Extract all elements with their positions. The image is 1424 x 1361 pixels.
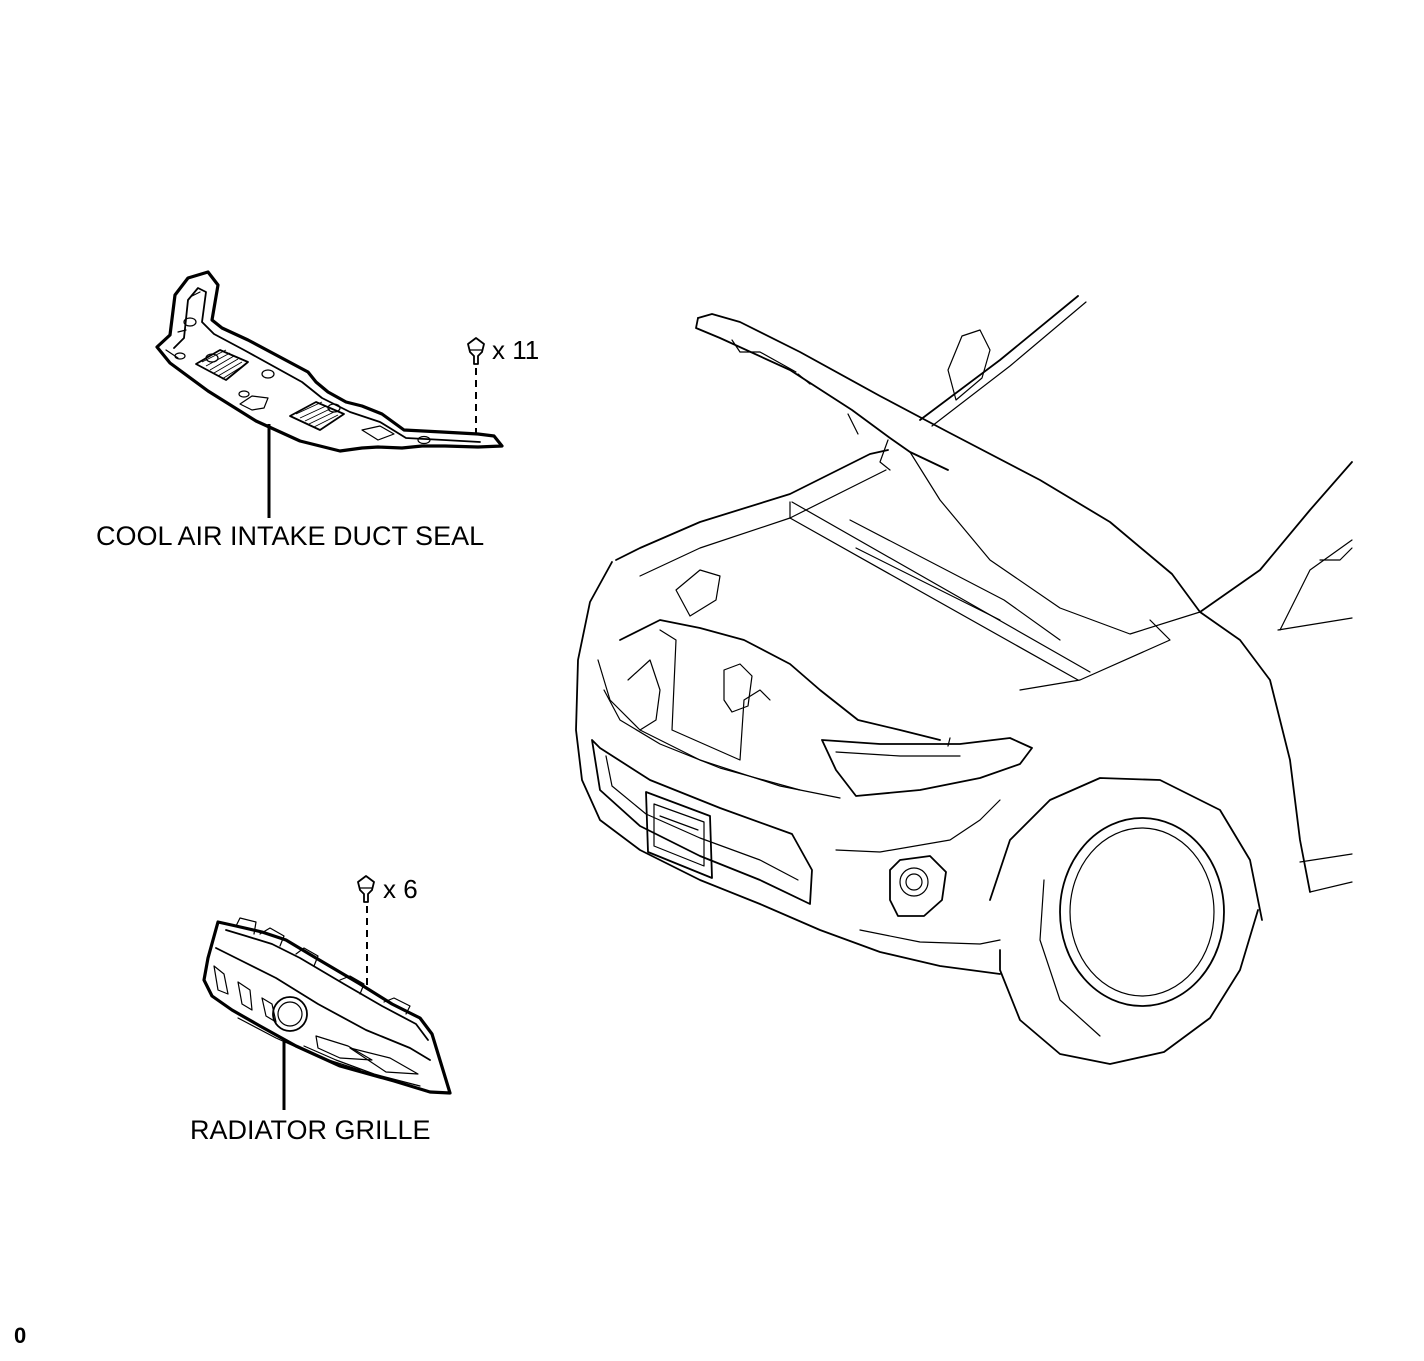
radiator-grille-label: RADIATOR GRILLE xyxy=(190,1115,431,1145)
duct-seal-clip-quantity: x 11 xyxy=(492,335,539,365)
vehicle-front-illustration xyxy=(575,295,1353,1065)
figure-code: 0 xyxy=(14,1323,26,1348)
radiator-grille-part xyxy=(202,917,452,1095)
cool-air-intake-duct-seal-part xyxy=(155,270,504,453)
duct-seal-clip-icon xyxy=(467,337,485,365)
grille-clip-quantity: x 6 xyxy=(383,874,418,904)
grille-clip-icon xyxy=(357,875,375,903)
cool-air-intake-duct-seal-label: COOL AIR INTAKE DUCT SEAL xyxy=(96,521,484,551)
